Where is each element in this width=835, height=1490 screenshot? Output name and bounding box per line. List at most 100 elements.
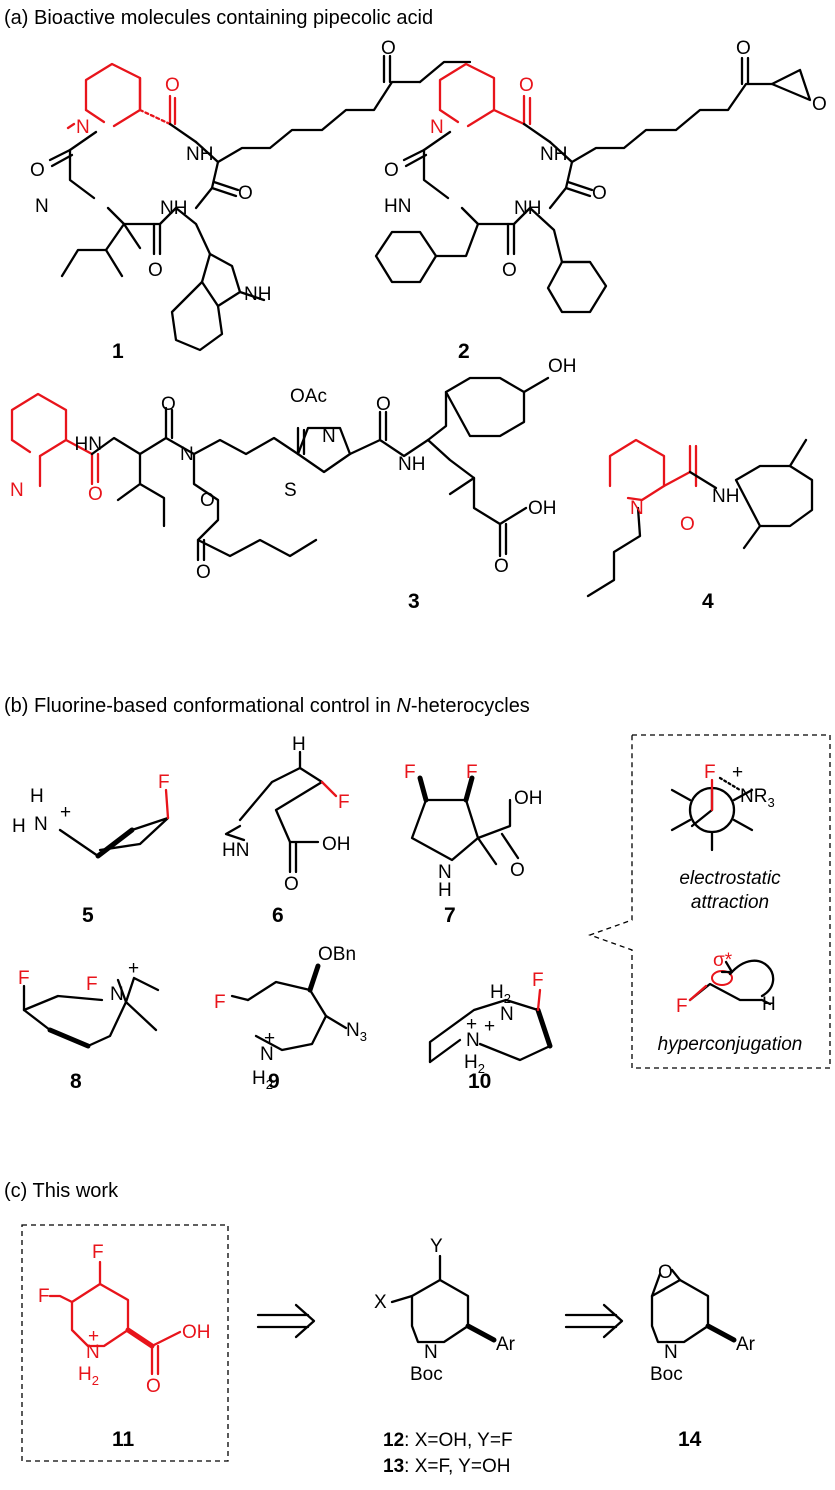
atom-label: F xyxy=(92,1242,104,1263)
atom-label: F xyxy=(704,762,716,783)
compound-11-structure: F F N + H2 OH O xyxy=(21,1224,229,1462)
compound-12-caption: 12: X=OH, Y=F xyxy=(383,1430,513,1451)
atom-label: NH xyxy=(186,144,213,165)
atom-label: N xyxy=(664,1342,678,1363)
retrosynthesis-arrow xyxy=(564,1303,624,1339)
atom-label: O xyxy=(494,556,509,577)
atom-label: O xyxy=(200,490,215,511)
atom-label: H xyxy=(762,994,776,1015)
atom-label: F xyxy=(38,1286,50,1307)
atom-label: N xyxy=(424,1342,438,1363)
atom-label: O xyxy=(30,160,45,181)
atom-label: F xyxy=(158,772,170,793)
atom-label: O xyxy=(658,1262,673,1283)
compound-number: 14 xyxy=(678,1428,702,1451)
atom-label: N xyxy=(630,498,644,519)
atom-label: O xyxy=(196,562,211,583)
compound-number: 1 xyxy=(112,340,124,363)
atom-label: O xyxy=(376,394,391,415)
electrostatic-label: attraction xyxy=(691,892,769,913)
effects-callout: F NR3 + electrostatic attraction σ* F H … xyxy=(588,734,831,1069)
charge-label: + xyxy=(88,1326,99,1347)
compound-12-13-structure: Y X N Boc Ar xyxy=(374,1236,516,1385)
atom-label: O xyxy=(238,183,253,204)
electrostatic-label: electrostatic xyxy=(679,868,781,889)
charge-label: + xyxy=(484,1016,495,1037)
compound-number: 9 xyxy=(268,1070,280,1093)
atom-label: NH xyxy=(712,486,739,507)
section-c-heading: (c) This work xyxy=(4,1180,119,1202)
atom-label: H2 xyxy=(464,1052,485,1076)
atom-label: H xyxy=(292,734,306,755)
atom-label: O xyxy=(384,160,399,181)
atom-label: OH xyxy=(548,356,577,377)
atom-label: O xyxy=(680,514,695,535)
atom-label: S xyxy=(284,480,297,501)
atom-label: F xyxy=(18,968,30,989)
atom-label: N xyxy=(35,196,49,217)
atom-label: O xyxy=(736,38,751,59)
atom-label: H2 xyxy=(78,1364,99,1388)
charge-label: + xyxy=(466,1014,477,1035)
atom-label: OBn xyxy=(318,944,356,965)
compound-7-structure: F F OH N H O xyxy=(404,762,543,901)
atom-label: O xyxy=(519,75,534,96)
compound-13-caption: 13: X=F, Y=OH xyxy=(383,1456,510,1477)
compound-number: 4 xyxy=(702,590,714,613)
compound-8-structure: F F N + xyxy=(18,958,160,1049)
atom-label: O xyxy=(148,260,163,281)
atom-label: F xyxy=(676,996,688,1017)
atom-label: F xyxy=(338,792,350,813)
sigma-star-label: σ* xyxy=(713,950,733,971)
atom-label: Boc xyxy=(410,1364,443,1385)
atom-label: H xyxy=(30,786,44,807)
compound-11-box xyxy=(21,1224,229,1462)
compound-number: 11 xyxy=(112,1428,135,1451)
atom-label: NH xyxy=(540,144,567,165)
section-a-heading: (a) Bioactive molecules containing pipec… xyxy=(4,7,433,29)
atom-label: N xyxy=(466,1030,480,1051)
hyperconjugation-label: hyperconjugation xyxy=(658,1034,803,1055)
compound-14-structure: O N Boc Ar xyxy=(650,1262,756,1385)
compound-10-structure: F H2 N + N + H2 xyxy=(428,970,553,1076)
atom-label: O xyxy=(592,183,607,204)
atom-label: HN xyxy=(75,434,102,455)
atom-label: NH xyxy=(514,198,541,219)
atom-label: N xyxy=(180,444,194,465)
atom-label: Ar xyxy=(496,1334,516,1355)
compound-number: 10 xyxy=(468,1070,491,1093)
atom-label: HN xyxy=(384,196,411,217)
atom-label: OH xyxy=(514,788,543,809)
atom-label: OH xyxy=(528,498,557,519)
atom-label: N xyxy=(110,984,124,1005)
atom-label: NH xyxy=(244,284,271,305)
atom-label: H2 xyxy=(490,982,511,1006)
compound-9-structure: F OBn N3 N + H2 xyxy=(214,944,367,1092)
compound-4-structure: N O NH xyxy=(586,438,814,598)
atom-label: O xyxy=(510,860,525,881)
atom-label: NH xyxy=(160,198,187,219)
atom-label: O xyxy=(502,260,517,281)
atom-label: H xyxy=(12,816,26,837)
atom-label: N xyxy=(86,1342,100,1363)
compound-2-structure: N O NH O HN NH O O O O xyxy=(374,38,827,314)
charge-label: + xyxy=(264,1028,275,1049)
compound-number: 7 xyxy=(444,904,456,927)
nr3-label: NR3 xyxy=(740,786,775,810)
atom-label: F xyxy=(214,992,226,1013)
atom-label: H2 xyxy=(252,1068,273,1092)
atom-label: F xyxy=(532,970,544,991)
compound-number: 3 xyxy=(408,590,420,613)
compound-number: 2 xyxy=(458,340,470,363)
atom-label: F xyxy=(466,762,478,783)
atom-label: O xyxy=(146,1376,161,1397)
retrosynthesis-arrow xyxy=(256,1303,316,1339)
compound-number: 8 xyxy=(70,1070,82,1093)
compound-number: 5 xyxy=(82,904,94,927)
atom-label: OAc xyxy=(290,386,327,407)
atom-label: N xyxy=(500,1004,514,1025)
compound-number: 6 xyxy=(272,904,284,927)
atom-label: N xyxy=(76,117,90,138)
compound-3-structure: N O HN O N OAc N S O NH OH OH O O O xyxy=(10,356,577,583)
